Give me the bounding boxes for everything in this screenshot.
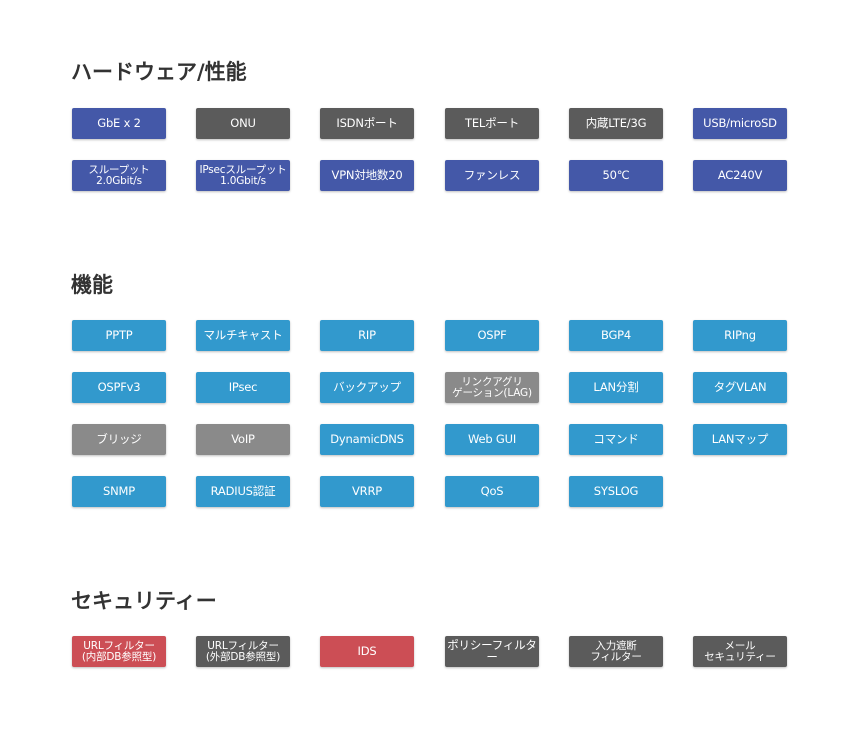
section-title-security: セキュリティー [71, 589, 217, 613]
feature-badge-features: マルチキャスト [196, 320, 290, 351]
feature-badge-features: IPsec [196, 372, 290, 403]
feature-badge-hardware: スループット 2.0Gbit/s [72, 160, 166, 191]
feature-badge-security: 入力遮断 フィルター [569, 636, 663, 667]
section-title-hardware: ハードウェア/性能 [71, 60, 247, 84]
feature-badge-features: OSPFv3 [72, 372, 166, 403]
feature-badge-features: RIP [320, 320, 414, 351]
feature-badge-security: ポリシーフィルター [445, 636, 539, 667]
feature-badge-security: メール セキュリティー [693, 636, 787, 667]
feature-badge-security: URLフィルター (外部DB参照型) [196, 636, 290, 667]
feature-badge-features: SYSLOG [569, 476, 663, 507]
feature-badge-features: OSPF [445, 320, 539, 351]
feature-badge-features: LANマップ [693, 424, 787, 455]
feature-badge-features: RADIUS認証 [196, 476, 290, 507]
feature-badge-hardware: ISDNポート [320, 108, 414, 139]
feature-badge-hardware: 50℃ [569, 160, 663, 191]
feature-badge-features: タグVLAN [693, 372, 787, 403]
feature-badge-hardware: 内蔵LTE/3G [569, 108, 663, 139]
feature-badge-features: VRRP [320, 476, 414, 507]
feature-badge-features: コマンド [569, 424, 663, 455]
feature-badge-features: SNMP [72, 476, 166, 507]
feature-badge-features: リンクアグリ ゲーション(LAG) [445, 372, 539, 403]
feature-badge-security: URLフィルター (内部DB参照型) [72, 636, 166, 667]
feature-badge-hardware: USB/microSD [693, 108, 787, 139]
feature-badge-features: VoIP [196, 424, 290, 455]
section-title-features: 機能 [71, 273, 113, 297]
feature-badge-hardware: VPN対地数20 [320, 160, 414, 191]
feature-badge-security: IDS [320, 636, 414, 667]
feature-badge-features: DynamicDNS [320, 424, 414, 455]
feature-badge-hardware: AC240V [693, 160, 787, 191]
feature-badge-features: BGP4 [569, 320, 663, 351]
feature-badge-hardware: IPsecスループット 1.0Gbit/s [196, 160, 290, 191]
feature-badge-features: RIPng [693, 320, 787, 351]
feature-badge-features: Web GUI [445, 424, 539, 455]
feature-badge-features: バックアップ [320, 372, 414, 403]
feature-badge-hardware: ONU [196, 108, 290, 139]
feature-badge-features: PPTP [72, 320, 166, 351]
feature-badge-features: ブリッジ [72, 424, 166, 455]
feature-badge-features: QoS [445, 476, 539, 507]
feature-badge-hardware: ファンレス [445, 160, 539, 191]
feature-badge-hardware: GbE x 2 [72, 108, 166, 139]
feature-badge-hardware: TELポート [445, 108, 539, 139]
feature-badge-features: LAN分割 [569, 372, 663, 403]
